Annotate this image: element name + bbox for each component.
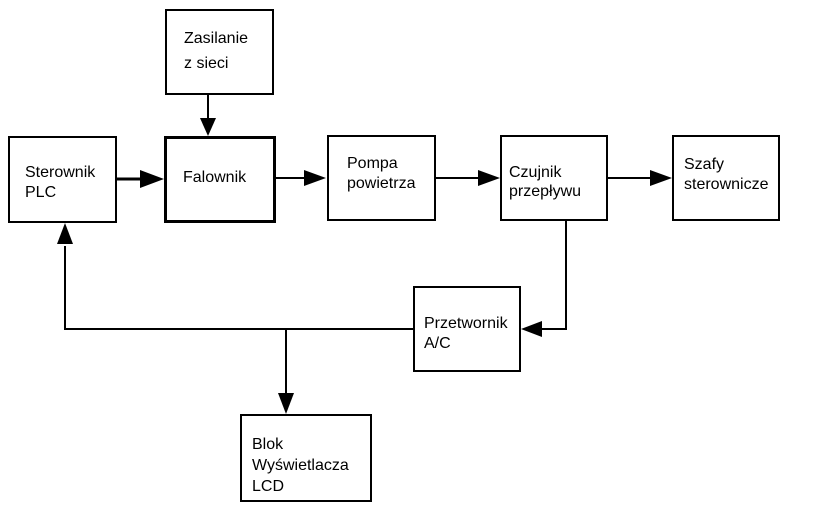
arrowhead-przetwornik-right [521, 321, 542, 337]
block-falownik [164, 136, 276, 223]
arrowhead-lcd-top [278, 393, 294, 414]
block-lcd-label-3: LCD [252, 478, 285, 495]
arrow-czujnik-to-przetwornik [540, 221, 567, 330]
arrowhead-falownik-top [200, 118, 216, 136]
arrow-przetwornik-to-sterownik [64, 246, 413, 330]
block-falownik-label: Falownik [183, 169, 247, 186]
arrowhead-falownik-left [140, 170, 164, 188]
block-zasilanie-label-1: Zasilanie [184, 30, 249, 47]
block-czujnik [500, 135, 608, 221]
block-szafy-label-1: Szafy [684, 156, 725, 173]
block-pompa-label-1: Pompa [347, 155, 398, 172]
arrowhead-szafy-left [650, 170, 672, 186]
block-przetwornik-label-2: A/C [424, 335, 451, 352]
block-przetwornik [413, 286, 521, 372]
block-szafy [672, 135, 780, 221]
block-przetwornik-label-1: Przetwornik [424, 315, 508, 332]
block-pompa [327, 135, 436, 221]
arrowhead-sterownik-bottom [57, 223, 73, 244]
block-sterownik-label-2: PLC [25, 184, 57, 201]
block-czujnik-label-1: Czujnik [509, 164, 562, 181]
block-lcd-label-1: Blok [252, 436, 284, 453]
block-pompa-label-2: powietrza [347, 175, 416, 192]
block-zasilanie-label-2: z sieci [184, 55, 229, 72]
block-sterownik-label-1: Sterownik [25, 164, 96, 181]
arrowhead-pompa-left [304, 170, 326, 186]
block-szafy-label-2: sterownicze [684, 176, 769, 193]
arrowhead-czujnik-left [478, 170, 500, 186]
block-czujnik-label-2: przepływu [509, 183, 582, 200]
block-sterownik [8, 136, 117, 223]
block-zasilanie [165, 9, 274, 95]
block-lcd [240, 414, 372, 502]
block-lcd-label-2: Wyświetlacza [252, 457, 349, 474]
